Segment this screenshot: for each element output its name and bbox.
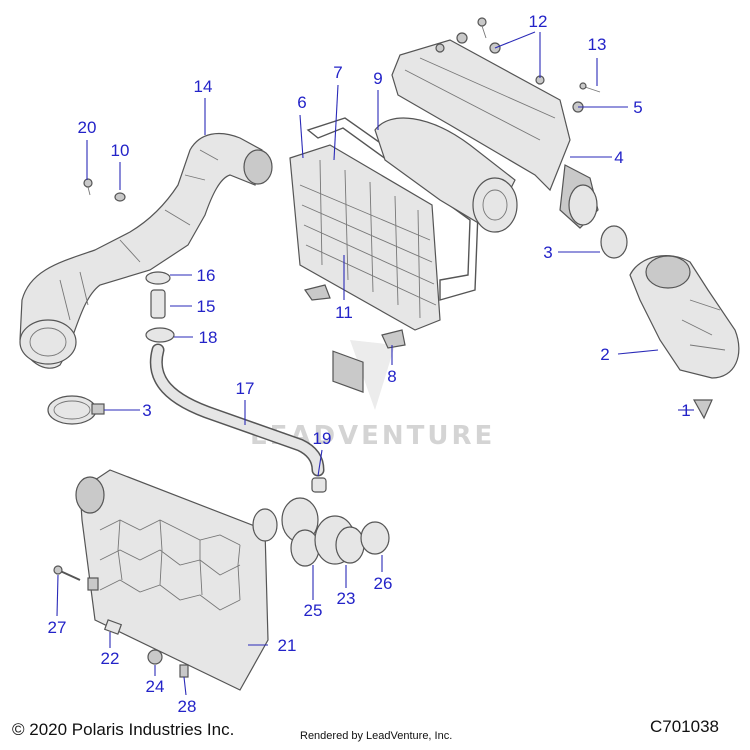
callout-17: 17 [236, 379, 255, 398]
callout-1: 1 [681, 401, 690, 420]
callout-18: 18 [199, 328, 218, 347]
clamp-upper [600, 225, 628, 259]
callout-12: 12 [529, 12, 548, 31]
callout-3-upper: 3 [543, 243, 552, 262]
callout-3-lower: 3 [142, 401, 151, 420]
lower-fasteners [53, 565, 189, 678]
airbox-base [391, 39, 599, 229]
callout-9: 9 [373, 69, 382, 88]
cover-clips [304, 284, 406, 349]
airbox-cover [289, 144, 441, 393]
callout-5: 5 [633, 98, 642, 117]
callout-20: 20 [78, 118, 97, 137]
diagram-code: C701038 [650, 717, 720, 736]
rendered-by-credit: Rendered by LeadVenture, Inc. [300, 730, 453, 742]
callout-19: 19 [313, 429, 332, 448]
couplers [252, 497, 390, 567]
callout-2: 2 [600, 345, 609, 364]
callout-28: 28 [178, 697, 197, 716]
callout-6: 6 [297, 93, 306, 112]
callout-13: 13 [588, 35, 607, 54]
callout-15: 15 [197, 297, 216, 316]
callout-4: 4 [614, 148, 623, 167]
copyright-notice: © 2020 Polaris Industries Inc. [12, 720, 235, 739]
callout-21: 21 [278, 636, 297, 655]
callout-23: 23 [337, 589, 356, 608]
drain-tube [149, 343, 325, 477]
resonator-box [75, 469, 269, 691]
leader-lines [56, 31, 694, 696]
callout-26: 26 [374, 574, 393, 593]
callout-8: 8 [387, 367, 396, 386]
air-filter [374, 117, 518, 233]
callout-labels: 1 2 3 3 4 5 6 7 8 9 10 11 12 13 14 15 16… [48, 12, 691, 716]
fasteners-left [83, 178, 126, 202]
clamp-lower [47, 395, 105, 425]
callout-11: 11 [335, 303, 353, 322]
callout-25: 25 [304, 601, 323, 620]
callout-10: 10 [111, 141, 130, 160]
drain-plug [692, 399, 713, 420]
drain-fittings [145, 271, 175, 343]
callout-22: 22 [101, 649, 120, 668]
intake-duct-hose [19, 132, 273, 369]
callout-27: 27 [48, 618, 67, 637]
callout-16: 16 [197, 266, 216, 285]
tube-cap [311, 477, 327, 493]
callout-24: 24 [146, 677, 165, 696]
outlet-boot [629, 254, 740, 379]
callout-7: 7 [333, 63, 342, 82]
callout-14: 14 [194, 77, 213, 96]
